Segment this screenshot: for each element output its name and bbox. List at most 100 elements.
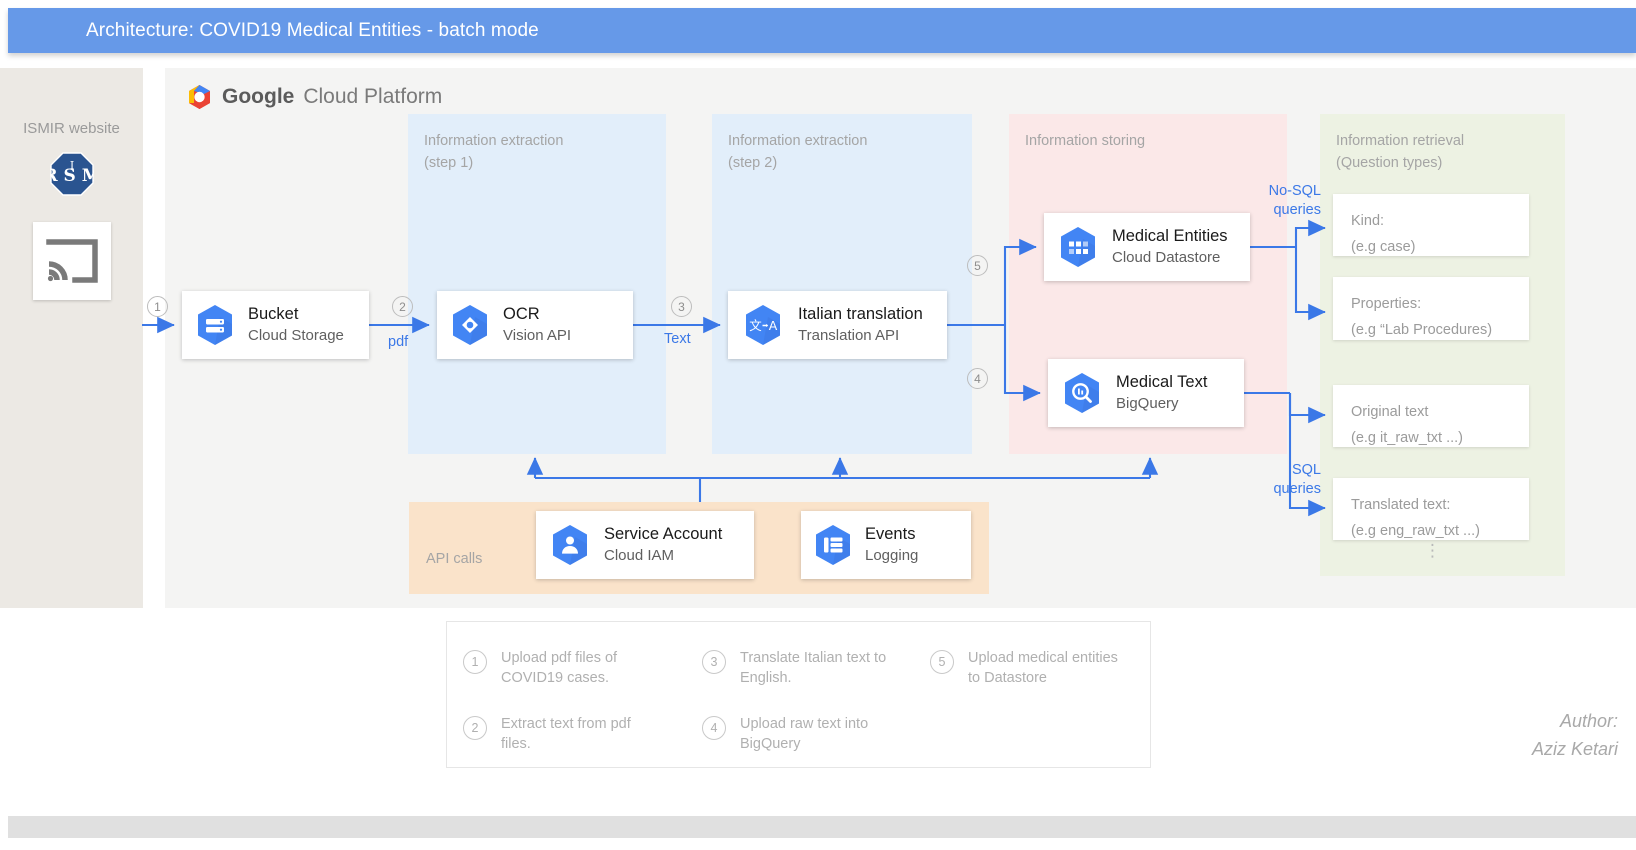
card-ocr-title: OCR xyxy=(503,305,540,323)
step-badge-2: 2 xyxy=(392,296,413,317)
zone-information-extraction-step2: Information extraction (step 2) xyxy=(712,114,972,454)
card-ocr-subtitle: Vision API xyxy=(503,327,572,344)
page-title: Architecture: COVID19 Medical Entities -… xyxy=(86,19,539,41)
rbox-props-line1: Properties: xyxy=(1351,296,1422,312)
card-bigquery-title: Medical Text xyxy=(1116,373,1208,391)
retrieval-box-kind: Kind: (e.g case) xyxy=(1333,194,1529,256)
legend-item: 2 Extract text from pdf files. xyxy=(463,714,661,754)
legend-item: 3 Translate Italian text to English. xyxy=(702,648,900,688)
card-bigquery[interactable]: Medical Text BigQuery xyxy=(1048,359,1244,427)
cloud-iam-icon xyxy=(536,522,604,568)
card-logging[interactable]: Events Logging xyxy=(801,511,971,579)
api-calls-label: API calls xyxy=(426,551,483,567)
author-name: Aziz Ketari xyxy=(1531,739,1618,759)
gcp-brand-bold: Google xyxy=(222,85,295,108)
legend-number: 4 xyxy=(702,716,726,740)
screencast-icon xyxy=(46,239,98,283)
cloud-storage-icon xyxy=(182,302,248,348)
zone-retrieval-line1: Information retrieval xyxy=(1336,133,1465,149)
screencast-device-box xyxy=(33,222,111,300)
card-events-subtitle: Logging xyxy=(865,547,919,564)
card-cloud-iam[interactable]: Service Account Cloud IAM xyxy=(536,511,754,579)
bigquery-icon xyxy=(1048,370,1116,416)
svg-text:文: 文 xyxy=(749,318,762,333)
card-cloud-storage[interactable]: Bucket Cloud Storage xyxy=(182,291,369,359)
legend-item: 1 Upload pdf files of COVID19 cases. xyxy=(463,648,661,688)
source-panel xyxy=(0,68,143,608)
bottom-strip xyxy=(8,816,1636,838)
rbox-original-line1: Original text xyxy=(1351,404,1429,420)
zone-step2-line1: Information extraction xyxy=(728,133,868,149)
legend-column-1: 1 Upload pdf files of COVID19 cases. 2 E… xyxy=(463,648,661,754)
zone-step2-line2: (step 2) xyxy=(728,155,778,171)
logging-icon xyxy=(801,522,865,568)
zone-retrieval-line2: (Question types) xyxy=(1336,155,1443,171)
zone-storing-line1: Information storing xyxy=(1025,133,1146,149)
legend-text: Upload pdf files of COVID19 cases. xyxy=(501,650,618,686)
vision-api-icon xyxy=(437,302,503,348)
card-translate-subtitle: Translation API xyxy=(798,327,900,344)
edge-label-sql-line1: SQL xyxy=(1291,462,1321,478)
svg-text:I: I xyxy=(70,159,74,172)
legend-number: 1 xyxy=(463,650,487,674)
card-iam-subtitle: Cloud IAM xyxy=(604,547,675,564)
legend-text: Extract text from pdf files. xyxy=(501,716,631,752)
card-translation-api[interactable]: 文 A Italian translation Translation API xyxy=(728,291,947,359)
card-bigquery-subtitle: BigQuery xyxy=(1116,395,1179,412)
step-badge-3: 3 xyxy=(671,296,692,317)
zone-step1-line2: (step 1) xyxy=(424,155,474,171)
step-badge-5: 5 xyxy=(967,255,988,276)
legend-panel: 1 Upload pdf files of COVID19 cases. 2 E… xyxy=(446,621,1151,768)
legend-text: Translate Italian text to English. xyxy=(740,650,887,686)
card-events-title: Events xyxy=(865,525,916,543)
edge-label-sql-line2: queries xyxy=(1273,481,1321,497)
author-signature: Author: Aziz Ketari xyxy=(1532,707,1618,763)
edge-label-nosql-line1: No-SQL xyxy=(1268,183,1321,199)
card-cloud-datastore[interactable]: Medical Entities Cloud Datastore xyxy=(1044,213,1250,281)
edge-label-pdf: pdf xyxy=(388,334,409,350)
ismir-octagon-logo-icon: R S M I xyxy=(43,152,101,196)
rbox-translated-line1: Translated text: xyxy=(1351,497,1451,513)
legend-text: Upload medical entities to Datastore xyxy=(968,650,1118,686)
source-label: ISMIR website xyxy=(23,120,120,137)
step-badge-4: 4 xyxy=(967,368,988,389)
edge-label-sql-queries: SQL queries xyxy=(1233,461,1321,499)
gcp-brand-light: Cloud Platform xyxy=(303,85,443,108)
rbox-original-line2: (e.g it_raw_txt ...) xyxy=(1351,430,1464,446)
google-cloud-hexagon-icon xyxy=(189,85,210,109)
svg-text:R S M: R S M xyxy=(50,166,94,186)
legend-number: 2 xyxy=(463,716,487,740)
legend-number: 5 xyxy=(930,650,954,674)
card-iam-title: Service Account xyxy=(604,525,723,543)
card-vision-api[interactable]: OCR Vision API xyxy=(437,291,633,359)
legend-number: 3 xyxy=(702,650,726,674)
rbox-kind-line1: Kind: xyxy=(1351,213,1385,229)
page-title-bar: Architecture: COVID19 Medical Entities -… xyxy=(8,8,1636,53)
rbox-props-line2: (e.g “Lab Procedures) xyxy=(1351,322,1493,338)
rbox-translated-line2: (e.g eng_raw_txt ...) xyxy=(1351,523,1480,539)
retrieval-box-translated-text: Translated text: (e.g eng_raw_txt ...) xyxy=(1333,478,1529,540)
translation-api-icon: 文 A xyxy=(728,302,798,348)
legend-item: 4 Upload raw text into BigQuery xyxy=(702,714,900,754)
card-bucket-subtitle: Cloud Storage xyxy=(248,327,344,344)
legend-column-3: 5 Upload medical entities to Datastore xyxy=(930,648,1128,688)
card-translate-title: Italian translation xyxy=(798,305,923,323)
rbox-kind-line2: (e.g case) xyxy=(1351,239,1416,255)
author-label: Author: xyxy=(1559,711,1618,731)
edge-label-nosql-line2: queries xyxy=(1273,202,1321,218)
edge-label-text: Text xyxy=(664,331,691,347)
legend-item: 5 Upload medical entities to Datastore xyxy=(930,648,1128,688)
gcp-branding: Google Cloud Platform xyxy=(186,84,442,110)
card-bucket-title: Bucket xyxy=(248,305,299,323)
svg-text:A: A xyxy=(769,318,778,333)
card-entities-title: Medical Entities xyxy=(1112,227,1228,245)
card-entities-subtitle: Cloud Datastore xyxy=(1112,249,1221,266)
retrieval-box-properties: Properties: (e.g “Lab Procedures) xyxy=(1333,277,1529,340)
cloud-datastore-icon xyxy=(1044,224,1112,270)
step-badge-1: 1 xyxy=(147,296,168,317)
retrieval-box-original-text: Original text (e.g it_raw_txt ...) xyxy=(1333,385,1529,447)
zone-step1-line1: Information extraction xyxy=(424,133,564,149)
legend-column-2: 3 Translate Italian text to English. 4 U… xyxy=(702,648,900,754)
vertical-ellipsis-icon: ⋮ xyxy=(1424,541,1441,560)
edge-label-nosql-queries: No-SQL queries xyxy=(1259,182,1321,220)
